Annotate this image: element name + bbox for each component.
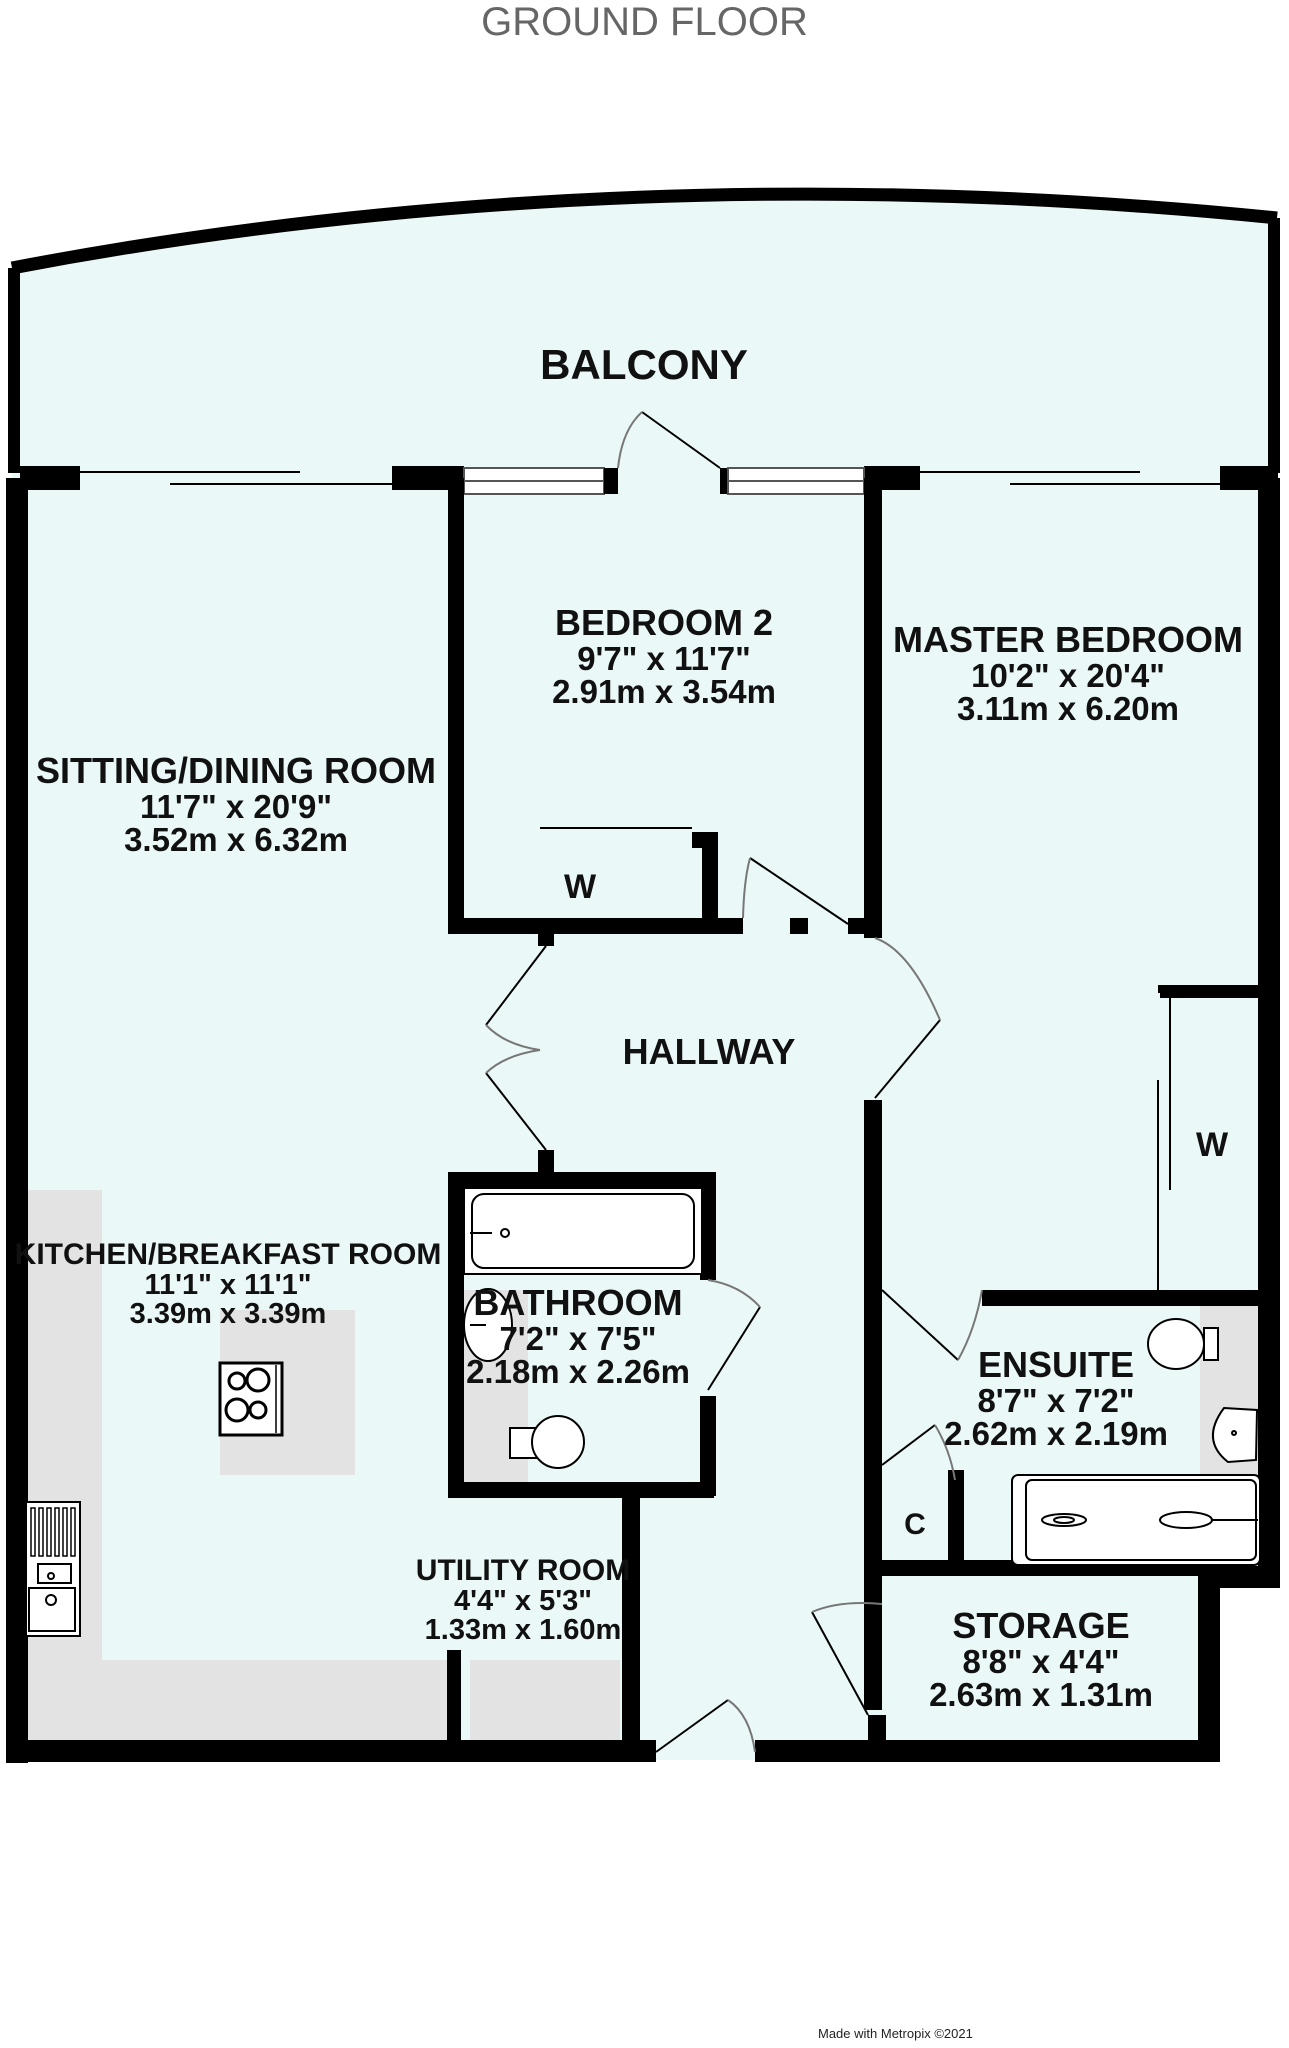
- kitchen-hob-icon: [218, 1361, 284, 1437]
- bedroom2-imperial: 9'7" x 11'7": [577, 639, 751, 677]
- wardrobe-bed2-tag: W: [563, 868, 597, 906]
- kitchen-imperial: 11'1" x 11'1": [144, 1268, 312, 1301]
- sliding-doors: [80, 471, 1220, 485]
- storage-name: STORAGE: [952, 1605, 1130, 1646]
- bathroom-toilet-icon: [509, 1415, 585, 1469]
- door-swings: [485, 857, 983, 1753]
- sitting-dining-imperial: 11'7" x 20'9": [140, 787, 332, 825]
- room-label-hallway: HALLWAY: [622, 1031, 796, 1072]
- window-bed2-left: [463, 467, 618, 495]
- sitting-dining-metric: 3.52m x 6.32m: [124, 821, 348, 859]
- ensuite-metric: 2.62m x 2.19m: [944, 1415, 1168, 1453]
- wardrobe-master-slides: [1157, 995, 1171, 1290]
- bedroom2-metric: 2.91m x 3.54m: [552, 673, 776, 711]
- ensuite-name: ENSUITE: [977, 1344, 1135, 1385]
- interior-walls: [447, 478, 1260, 1760]
- door-bed2-balcony: [617, 411, 721, 469]
- utility-name: UTILITY ROOM: [415, 1554, 631, 1587]
- master-bedroom-imperial: 10'2" x 20'4": [971, 656, 1165, 694]
- bathroom-metric: 2.18m x 2.26m: [466, 1353, 690, 1391]
- cupboard-tag: C: [904, 1508, 926, 1541]
- room-label-bathroom: BATHROOM 7'2" x 7'5" 2.18m x 2.26m: [466, 1282, 690, 1391]
- room-label-utility: UTILITY ROOM 4'4" x 5'3" 1.33m x 1.60m: [415, 1554, 631, 1647]
- room-label-sitting-dining: SITTING/DINING ROOM 11'7" x 20'9" 3.52m …: [36, 750, 436, 859]
- utility-imperial: 4'4" x 5'3": [453, 1584, 593, 1617]
- bathroom-imperial: 7'2" x 7'5": [499, 1319, 657, 1357]
- master-bedroom-name: MASTER BEDROOM: [893, 619, 1243, 660]
- ensuite-shower-icon: [1011, 1474, 1261, 1566]
- balcony-area: [12, 195, 1275, 475]
- balcony-curved-wall: [10, 187, 1278, 275]
- bathroom-name: BATHROOM: [473, 1282, 683, 1323]
- room-label-storage: STORAGE 8'8" x 4'4" 2.63m x 1.31m: [929, 1605, 1153, 1714]
- balcony-right-wall: [1268, 218, 1280, 473]
- kitchen-name: KITCHEN/BREAKFAST ROOM: [14, 1238, 442, 1271]
- ensuite-imperial: 8'7" x 7'2": [977, 1381, 1135, 1419]
- ensuite-basin-icon: [1211, 1406, 1259, 1464]
- bathroom-basin-icon: [463, 1288, 513, 1362]
- room-label-kitchen: KITCHEN/BREAKFAST ROOM 11'1" x 11'1" 3.3…: [14, 1238, 442, 1331]
- room-label-ensuite: ENSUITE 8'7" x 7'2" 2.62m x 2.19m: [944, 1344, 1168, 1453]
- storage-metric: 2.63m x 1.31m: [929, 1676, 1153, 1714]
- storage-imperial: 8'8" x 4'4": [962, 1642, 1120, 1680]
- wardrobe-master-tag: W: [1195, 1126, 1229, 1164]
- window-bed2-right: [720, 467, 865, 495]
- hallway-name: HALLWAY: [622, 1031, 796, 1072]
- metropix-credit: Made with Metropix ©2021: [818, 2026, 973, 2041]
- kitchen-metric: 3.39m x 3.39m: [129, 1298, 327, 1331]
- kitchen-sink-icon: [25, 1501, 81, 1637]
- bathroom-bath-icon: [463, 1187, 703, 1275]
- room-label-master-bedroom: MASTER BEDROOM 10'2" x 20'4" 3.11m x 6.2…: [893, 619, 1243, 728]
- balcony-name: BALCONY: [540, 341, 748, 388]
- utility-metric: 1.33m x 1.60m: [424, 1614, 622, 1647]
- master-bedroom-metric: 3.11m x 6.20m: [956, 690, 1179, 728]
- ensuite-toilet-icon: [1147, 1318, 1219, 1370]
- floor-title: GROUND FLOOR: [481, 0, 808, 44]
- room-label-bedroom2: BEDROOM 2 9'7" x 11'7" 2.91m x 3.54m: [552, 602, 776, 711]
- sitting-dining-name: SITTING/DINING ROOM: [36, 750, 436, 791]
- room-label-balcony: BALCONY: [540, 341, 748, 388]
- bedroom2-name: BEDROOM 2: [554, 602, 774, 643]
- balcony-left-wall: [8, 268, 20, 473]
